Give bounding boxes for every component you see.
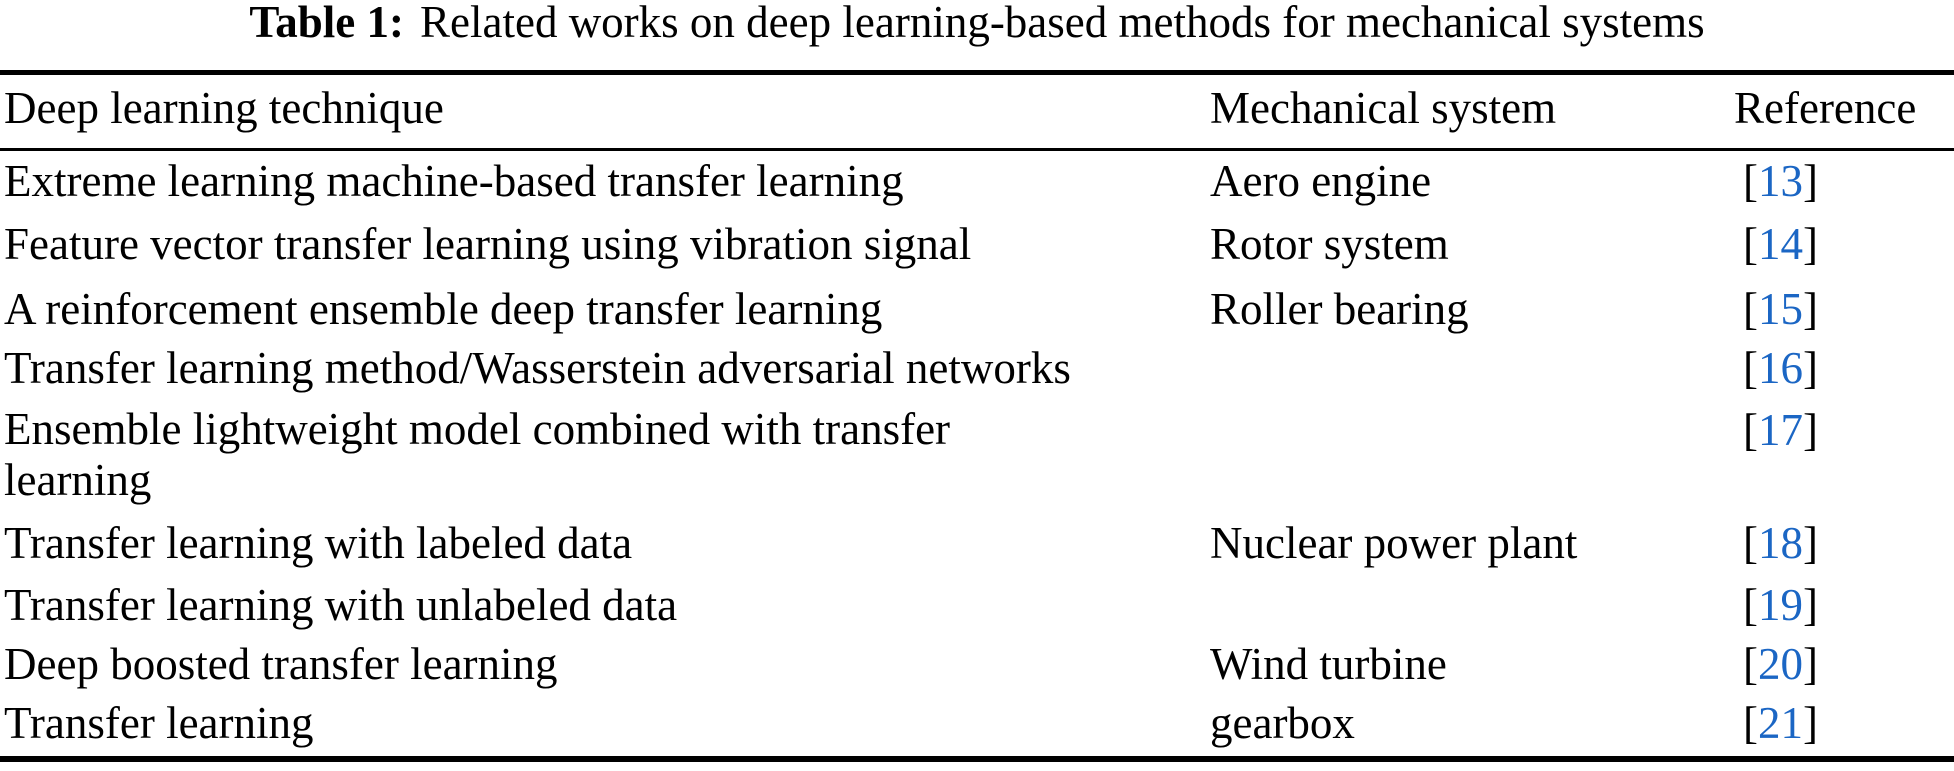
bracket-close: ] — [1803, 639, 1818, 689]
table-top-rule — [0, 70, 1954, 75]
technique-cell: Transfer learning method/Wasserstein adv… — [4, 343, 1071, 393]
bracket-open: [ — [1743, 405, 1758, 455]
technique-cell: A reinforcement ensemble deep transfer l… — [4, 284, 883, 334]
column-header-system: Mechanical system — [1210, 83, 1557, 133]
reference-cell: [17] — [1743, 404, 1818, 456]
bracket-close: ] — [1803, 518, 1818, 568]
bracket-close: ] — [1803, 580, 1818, 630]
citation-link[interactable]: 21 — [1758, 698, 1803, 748]
technique-cell: Transfer learning with labeled data — [4, 518, 633, 568]
citation-link[interactable]: 14 — [1758, 219, 1803, 269]
bracket-open: [ — [1743, 639, 1758, 689]
system-cell: Aero engine — [1210, 156, 1432, 206]
column-header-reference: Reference — [1734, 83, 1917, 133]
table-header-rule — [0, 148, 1954, 151]
bracket-close: ] — [1803, 219, 1818, 269]
bracket-open: [ — [1743, 580, 1758, 630]
system-cell: Rotor system — [1210, 219, 1449, 269]
table-row: Transfer learning method/Wasserstein adv… — [0, 342, 1954, 398]
bracket-open: [ — [1743, 518, 1758, 568]
reference-cell: [19] — [1743, 579, 1818, 631]
table-row: Transfer learning gearbox [21] — [0, 697, 1954, 753]
bracket-close: ] — [1803, 405, 1818, 455]
table-row: Feature vector transfer learning using v… — [0, 218, 1954, 274]
table-row: Deep boosted transfer learning Wind turb… — [0, 638, 1954, 694]
table-caption: Table 1: Related works on deep learning-b… — [0, 0, 1954, 48]
reference-cell: [13] — [1743, 155, 1818, 207]
system-cell: Roller bearing — [1210, 284, 1469, 334]
reference-cell: [16] — [1743, 342, 1818, 394]
table-caption-label: Table 1: — [249, 0, 404, 47]
bracket-open: [ — [1743, 343, 1758, 393]
table-row: A reinforcement ensemble deep transfer l… — [0, 283, 1954, 339]
table-row: Transfer learning with labeled data Nucl… — [0, 517, 1954, 573]
bracket-open: [ — [1743, 698, 1758, 748]
citation-link[interactable]: 17 — [1758, 405, 1803, 455]
bracket-close: ] — [1803, 284, 1818, 334]
bracket-close: ] — [1803, 698, 1818, 748]
reference-cell: [14] — [1743, 218, 1818, 270]
technique-cell: Transfer learning — [4, 698, 314, 748]
technique-cell: Transfer learning with unlabeled data — [4, 580, 678, 630]
bracket-close: ] — [1803, 156, 1818, 206]
technique-cell: Deep boosted transfer learning — [4, 639, 558, 689]
table-row: Transfer learning with unlabeled data [1… — [0, 579, 1954, 635]
system-cell: gearbox — [1210, 698, 1355, 748]
technique-cell: Ensemble lightweight model combined with… — [4, 404, 951, 505]
reference-cell: [20] — [1743, 638, 1818, 690]
citation-link[interactable]: 13 — [1758, 156, 1803, 206]
citation-link[interactable]: 16 — [1758, 343, 1803, 393]
system-cell: Wind turbine — [1210, 639, 1447, 689]
citation-link[interactable]: 20 — [1758, 639, 1803, 689]
bracket-open: [ — [1743, 284, 1758, 334]
table-bottom-rule — [0, 756, 1954, 762]
table-header-row: Deep learning technique Mechanical syste… — [0, 82, 1954, 138]
table-row: Extreme learning machine-based transfer … — [0, 155, 1954, 211]
citation-link[interactable]: 18 — [1758, 518, 1803, 568]
bracket-open: [ — [1743, 219, 1758, 269]
reference-cell: [21] — [1743, 697, 1818, 749]
table-caption-text: Related works on deep learning-based met… — [420, 0, 1705, 47]
citation-link[interactable]: 15 — [1758, 284, 1803, 334]
reference-cell: [18] — [1743, 517, 1818, 569]
technique-cell: Feature vector transfer learning using v… — [4, 219, 972, 269]
system-cell: Nuclear power plant — [1210, 518, 1578, 568]
bracket-close: ] — [1803, 343, 1818, 393]
table-row: Ensemble lightweight model combined with… — [0, 404, 1954, 516]
citation-link[interactable]: 19 — [1758, 580, 1803, 630]
technique-cell: Extreme learning machine-based transfer … — [4, 156, 904, 206]
column-header-technique: Deep learning technique — [4, 83, 444, 133]
reference-cell: [15] — [1743, 283, 1818, 335]
bracket-open: [ — [1743, 156, 1758, 206]
